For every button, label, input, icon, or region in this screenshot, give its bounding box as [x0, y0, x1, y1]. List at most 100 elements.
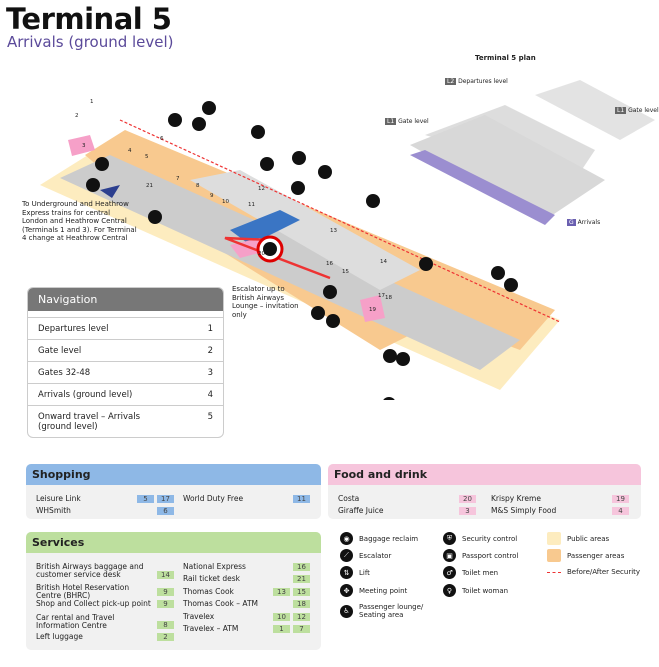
legend-lift: ⇅Lift [340, 566, 370, 579]
list-item: Rail ticket desk [183, 574, 240, 583]
list-item: Thomas Cook [183, 587, 234, 596]
services-title: Services [26, 532, 321, 553]
nav-row[interactable]: Arrivals (ground level)4 [28, 383, 223, 405]
list-item: Thomas Cook – ATM [183, 599, 258, 608]
lift-icon: ⇅ [340, 566, 353, 579]
map-ref: 12 [293, 613, 310, 621]
map-ref: 20 [459, 495, 476, 503]
direction-arrow-icon [100, 185, 120, 198]
list-item: Travelex [183, 612, 215, 621]
escalator-icon: ⟋ [340, 549, 353, 562]
map-ref: 17 [157, 495, 174, 503]
plan-level-l1-left: L1 Gate level [385, 118, 429, 125]
map-location-label: 7 [176, 176, 180, 182]
list-item: WHSmith [36, 506, 71, 515]
plan-title: Terminal 5 plan [475, 54, 536, 62]
map-ref: 14 [157, 571, 174, 579]
page-subtitle: Arrivals (ground level) [7, 33, 174, 51]
map-location-label: 8 [196, 183, 200, 189]
map-ref: 6 [157, 507, 174, 515]
list-item: Left luggage [36, 632, 83, 641]
legend-security: ⛨Security control [443, 532, 517, 545]
plan-level-l2: L2 Departures level [445, 78, 508, 85]
food-block-19 [360, 295, 385, 322]
map-location-label: 17 [378, 293, 385, 299]
lounge-icon: ♿ [340, 604, 353, 618]
map-location-label: 12 [258, 186, 265, 192]
list-item: British Hotel Reservation Centre (BHRC) [36, 583, 130, 600]
map-ref: 10 [273, 613, 290, 621]
legend-public: Public areas [547, 532, 609, 545]
map-ref: 5 [137, 495, 154, 503]
list-item: Costa [338, 494, 360, 503]
map-ref: 15 [293, 588, 310, 596]
passport-control-icon: ▣ [443, 549, 456, 562]
map-location-label: 1 [90, 99, 94, 105]
map-location-label: 18 [385, 295, 392, 301]
list-item: World Duty Free [183, 494, 244, 503]
map-location-label: 4 [128, 148, 132, 154]
dashed-line-swatch [547, 571, 561, 573]
map-location-label: 15 [342, 269, 349, 275]
plan-level-l1-right: L1 Gate level [615, 107, 659, 114]
list-item: National Express [183, 562, 246, 571]
security-line [119, 119, 561, 323]
route-arrow [224, 236, 331, 280]
map-ref: 19 [612, 495, 629, 503]
map-location-label: 5 [145, 154, 149, 160]
map-ref: 16 [293, 563, 310, 571]
nav-row[interactable]: Onward travel – Arrivals (ground level)5 [28, 405, 223, 437]
terminal-plan-inset: Terminal 5 plan L2 Departures level L1 G… [385, 50, 659, 230]
legend-passenger: Passenger areas [547, 549, 624, 562]
map-ref: 7 [293, 625, 310, 633]
map-location-label: 13 [330, 228, 337, 234]
map-location-label: 14 [380, 259, 387, 265]
map-ref: 11 [293, 495, 310, 503]
baggage-reclaim-icon: ◉ [340, 532, 353, 545]
public-swatch [547, 532, 561, 545]
food-title: Food and drink [328, 464, 641, 485]
map-location-label: 20 [258, 251, 265, 257]
map-ref: 9 [157, 588, 174, 596]
underground-note: To Underground and Heathrow Express trai… [22, 200, 137, 242]
meeting-point-icon [263, 242, 277, 256]
map-ref: 9 [157, 600, 174, 608]
toilet-men-icon: ♂ [443, 566, 456, 579]
security-control-icon: ⛨ [443, 532, 456, 545]
plan-level-g: G Arrivals [567, 219, 601, 226]
legend-passport: ▣Passport control [443, 549, 518, 562]
list-item: Shop and Collect pick-up point [36, 599, 151, 608]
map-ref: 1 [273, 625, 290, 633]
map-location-label: 11 [248, 202, 255, 208]
shopping-title: Shopping [26, 464, 321, 485]
map-ref: 18 [293, 600, 310, 608]
navigation-title: Navigation [28, 288, 223, 311]
map-ref: 4 [612, 507, 629, 515]
escalator-note: Escalator up to British Airways Lounge –… [232, 285, 299, 319]
list-item: Car rental and Travel Information Centre [36, 613, 115, 630]
map-ref: 8 [157, 621, 174, 629]
map-ref: 13 [273, 588, 290, 596]
map-location-label: 3 [82, 143, 86, 149]
food-block-3 [68, 135, 95, 156]
map-ref: 21 [293, 575, 310, 583]
list-item: Leisure Link [36, 494, 81, 503]
map-location-label: 9 [210, 193, 214, 199]
legend-lounge: ♿Passenger lounge/ Seating area [340, 603, 430, 619]
toilet-women-icon: ♀ [443, 584, 456, 597]
map-location-label: 10 [222, 199, 229, 205]
passenger-swatch [547, 549, 561, 562]
list-item: British Airways baggage and customer ser… [36, 562, 144, 579]
map-ref: 2 [157, 633, 174, 641]
legend-toilet-men: ♂Toilet men [443, 566, 498, 579]
shopping-panel: Shopping Leisure Link 5 17 WHSmith 6 Wor… [26, 464, 321, 519]
legend-baggage: ◉Baggage reclaim [340, 532, 418, 545]
food-panel: Food and drink Costa 20 Giraffe Juice 3 … [328, 464, 641, 519]
services-panel: Services British Airways baggage and cus… [26, 532, 321, 650]
legend-toilet-women: ♀Toilet woman [443, 584, 508, 597]
